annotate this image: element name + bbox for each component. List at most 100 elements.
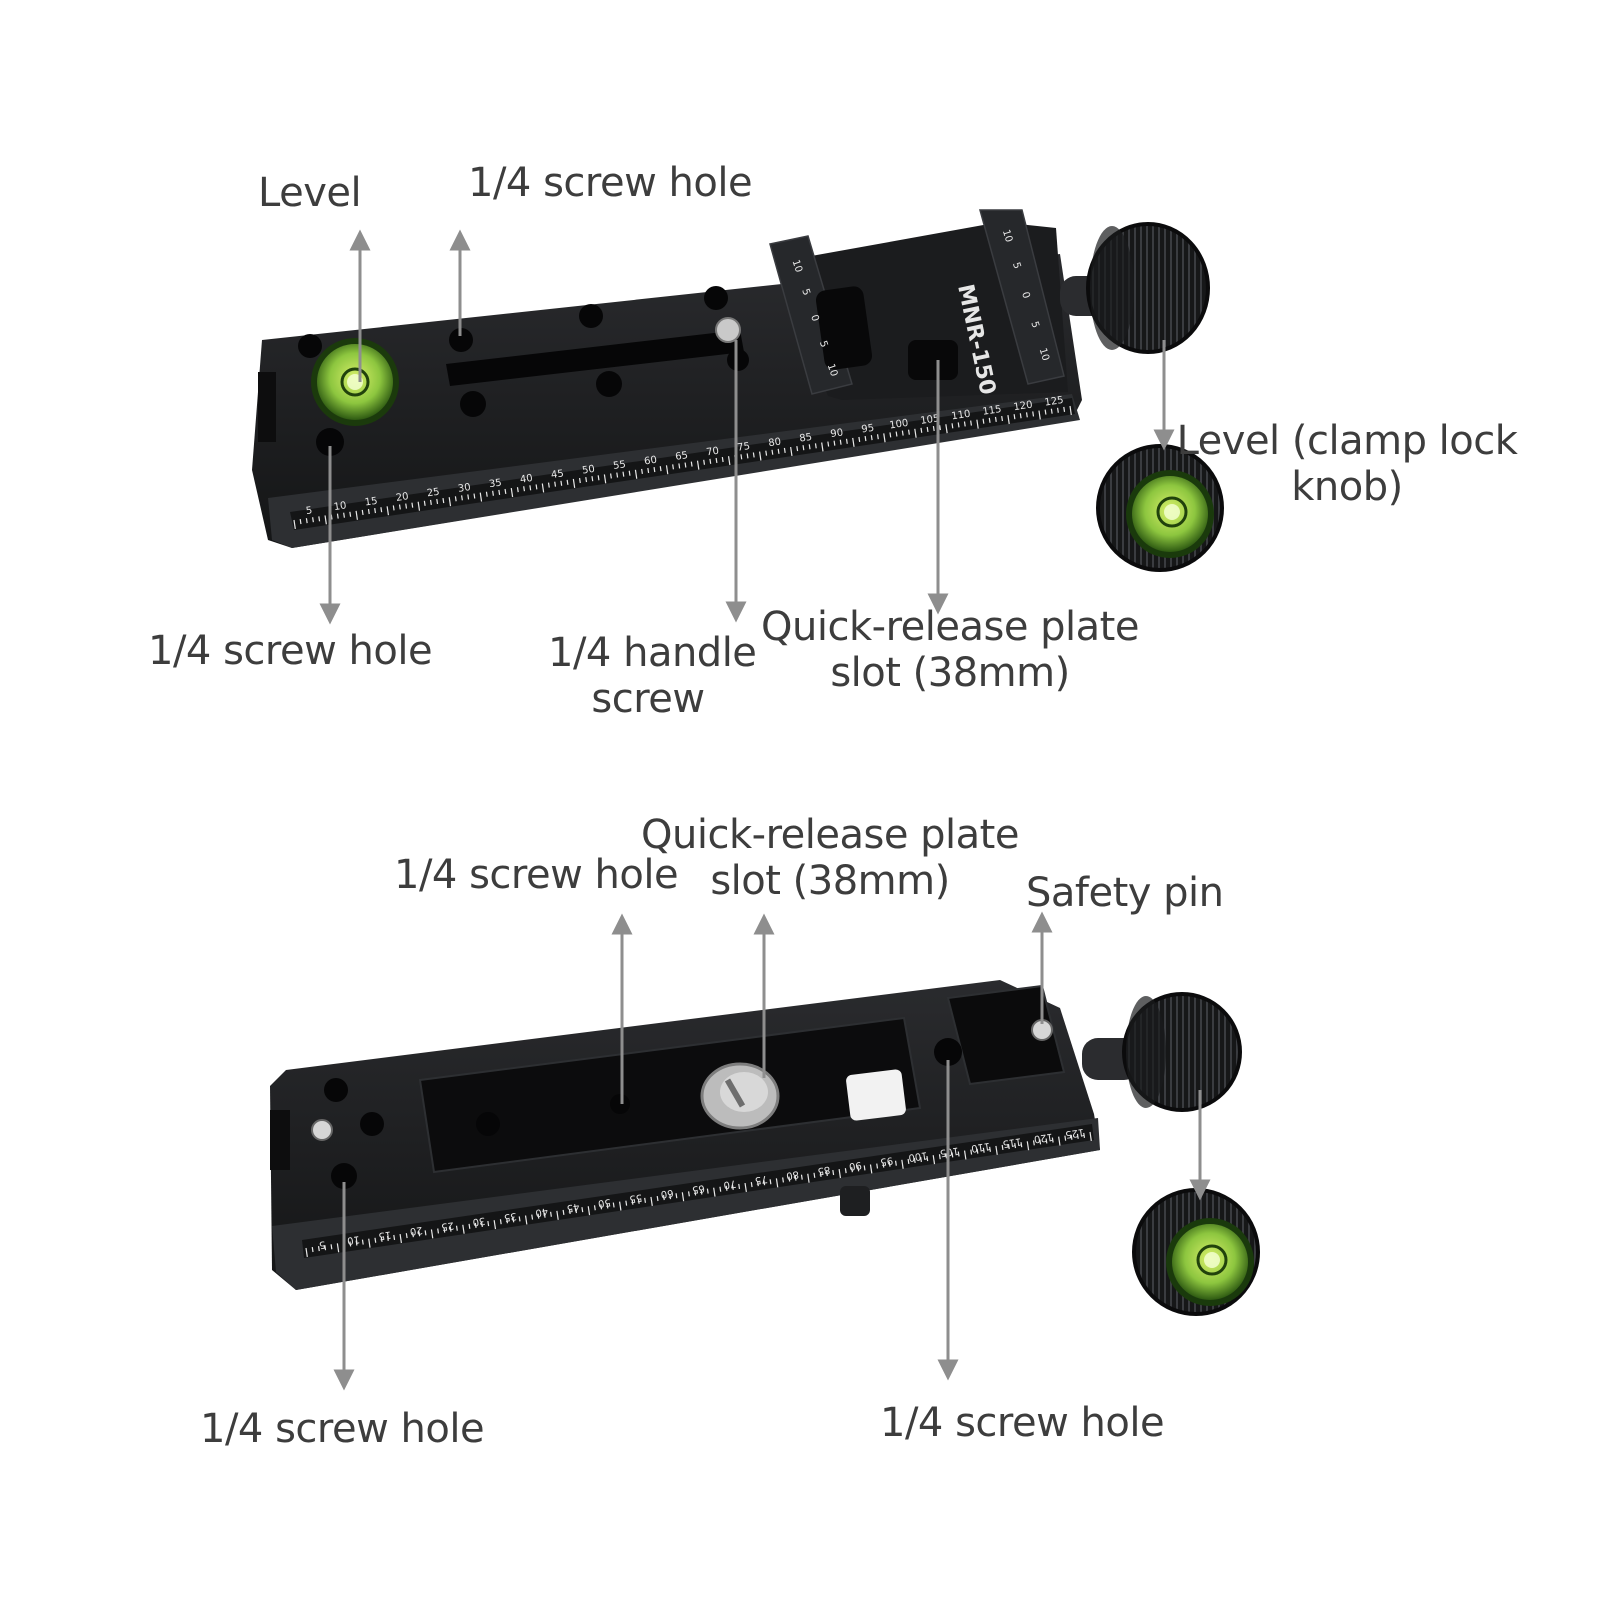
top-scale-tick: [901, 430, 904, 436]
bottom-scale-tick: [311, 1246, 314, 1253]
top-scale-number: 105: [920, 413, 940, 427]
bottom-scale-tick: [644, 1197, 647, 1203]
top-scale-number: 35: [488, 478, 502, 491]
top-scale-tick: [1013, 414, 1016, 420]
top-scale-tick: [895, 431, 898, 437]
top-scale-tick: [907, 429, 910, 435]
bottom-scale-tick: [819, 1171, 822, 1177]
top-clamp-jaw-right: [979, 209, 1065, 385]
top-scale-tick: [423, 500, 426, 506]
top-scale-number: 5: [305, 505, 313, 517]
bottom-scale-tick: [487, 1221, 490, 1227]
bottom-scale-tick: [894, 1160, 897, 1166]
bottom-scale-tick: [443, 1227, 446, 1233]
top-scale-tick: [970, 420, 972, 426]
top-scale-tick: [858, 436, 861, 443]
bottom-scale-tick: [913, 1157, 916, 1164]
top-clamp-left-scale-number: 0: [808, 313, 820, 323]
bottom-scale-tick: [744, 1182, 747, 1193]
bottom-scale-tick: [650, 1196, 653, 1206]
top-scale-tick: [945, 424, 948, 434]
top-scale-tick: [429, 499, 432, 505]
bottom-scale-tick: [568, 1208, 571, 1215]
top-scale-strip: [290, 398, 1075, 530]
bottom-scale-tick: [481, 1221, 483, 1228]
top-scale-tick: [939, 425, 941, 431]
top-scale-tick: [796, 446, 799, 452]
top-scale-tick: [1025, 412, 1028, 418]
bottom-scale-tick: [619, 1201, 622, 1211]
top-scale-tick: [498, 489, 501, 495]
bottom-scale-tick: [926, 1156, 929, 1162]
top-scale-tick: [1007, 415, 1010, 425]
top-scale-tick: [467, 494, 470, 500]
top-scale-tick: [765, 450, 768, 456]
bottom-scale-tick: [1045, 1138, 1048, 1144]
bottom-scale-tick: [945, 1153, 948, 1159]
bottom-scale-tick: [700, 1189, 703, 1195]
top-scale-tick: [659, 466, 662, 472]
bottom-scale-tick: [499, 1219, 502, 1225]
bottom-scale-tick: [374, 1237, 377, 1243]
bottom-scale-tick: [336, 1243, 340, 1253]
bottom-scale-tick: [1064, 1135, 1067, 1141]
bottom-scale-tick: [581, 1207, 584, 1213]
top-scale-tick: [597, 475, 600, 481]
top-scale-tick: [473, 493, 476, 499]
top-scale-tick: [746, 453, 749, 459]
bottom-scale-tick: [418, 1231, 421, 1237]
top-scale-number: 65: [675, 450, 689, 463]
bottom-scale-tick: [901, 1159, 904, 1169]
bottom-scale-tick: [437, 1228, 440, 1234]
bottom-scale-tick: [1070, 1134, 1073, 1140]
top-scale-number: 120: [1013, 400, 1033, 414]
bottom-scale-tick: [656, 1195, 659, 1202]
bottom-scale-tick: [455, 1225, 458, 1231]
top-scale-tick: [436, 498, 439, 505]
top-scale-tick: [982, 418, 985, 424]
bottom-scale-tick: [631, 1199, 634, 1205]
top-scale-tick: [889, 432, 892, 438]
bottom-scale-tick: [832, 1169, 835, 1176]
top-scale-tick: [622, 471, 625, 477]
top-scale-tick: [305, 518, 308, 524]
bottom-scale-tick: [876, 1163, 879, 1169]
bottom-scale-tick: [305, 1247, 308, 1257]
bottom-scale-tick: [1032, 1140, 1035, 1146]
bottom-scale-tick: [587, 1206, 591, 1216]
bottom-scale-tick: [782, 1177, 784, 1183]
top-hole-5: [704, 286, 728, 310]
bottom-scale-number: 95: [879, 1154, 893, 1167]
top-clamp-right-scale-number: 0: [1019, 291, 1031, 300]
bottom-safety-pin-left: [311, 1119, 333, 1141]
top-scale-tick: [696, 460, 700, 470]
bottom-scale-number: 70: [723, 1177, 737, 1190]
bottom-scale-tick: [562, 1209, 565, 1215]
bottom-scale-tick: [637, 1198, 640, 1204]
bottom-scale-number: 65: [691, 1182, 705, 1195]
top-scale-tick: [448, 497, 452, 507]
top-scale-tick: [392, 505, 395, 511]
bottom-scale-tick: [512, 1217, 515, 1223]
bottom-scale-tick: [349, 1241, 352, 1247]
bottom-scale-tick: [863, 1165, 866, 1171]
bottom-scale-ticks: [305, 1131, 1092, 1257]
bottom-scale-tick: [1020, 1142, 1023, 1148]
top-scale-tick: [405, 503, 408, 509]
top-clamp-right-scale-number: 5: [1010, 261, 1022, 270]
bottom-scale-number: 10: [346, 1233, 360, 1246]
bottom-scale-tick: [756, 1181, 759, 1187]
top-hole-1: [298, 334, 322, 358]
bottom-scale-tick: [1026, 1141, 1030, 1151]
label-top-screw-hole: 1/4 screw hole: [468, 160, 753, 206]
bottom-scale-tick: [775, 1178, 779, 1188]
top-clamp-left-scale-number: 5: [817, 339, 829, 349]
bottom-scale-tick: [449, 1226, 452, 1232]
top-scale-tick: [343, 512, 345, 518]
top-scale-tick: [1069, 405, 1072, 415]
bottom-scale-tick: [493, 1220, 497, 1230]
bottom-scale-tick: [380, 1236, 383, 1242]
label-bottom-left-screw-hole: 1/4 screw hole: [200, 1406, 485, 1452]
bottom-scale-tick: [317, 1246, 320, 1252]
bottom-scale-tick: [888, 1161, 891, 1167]
